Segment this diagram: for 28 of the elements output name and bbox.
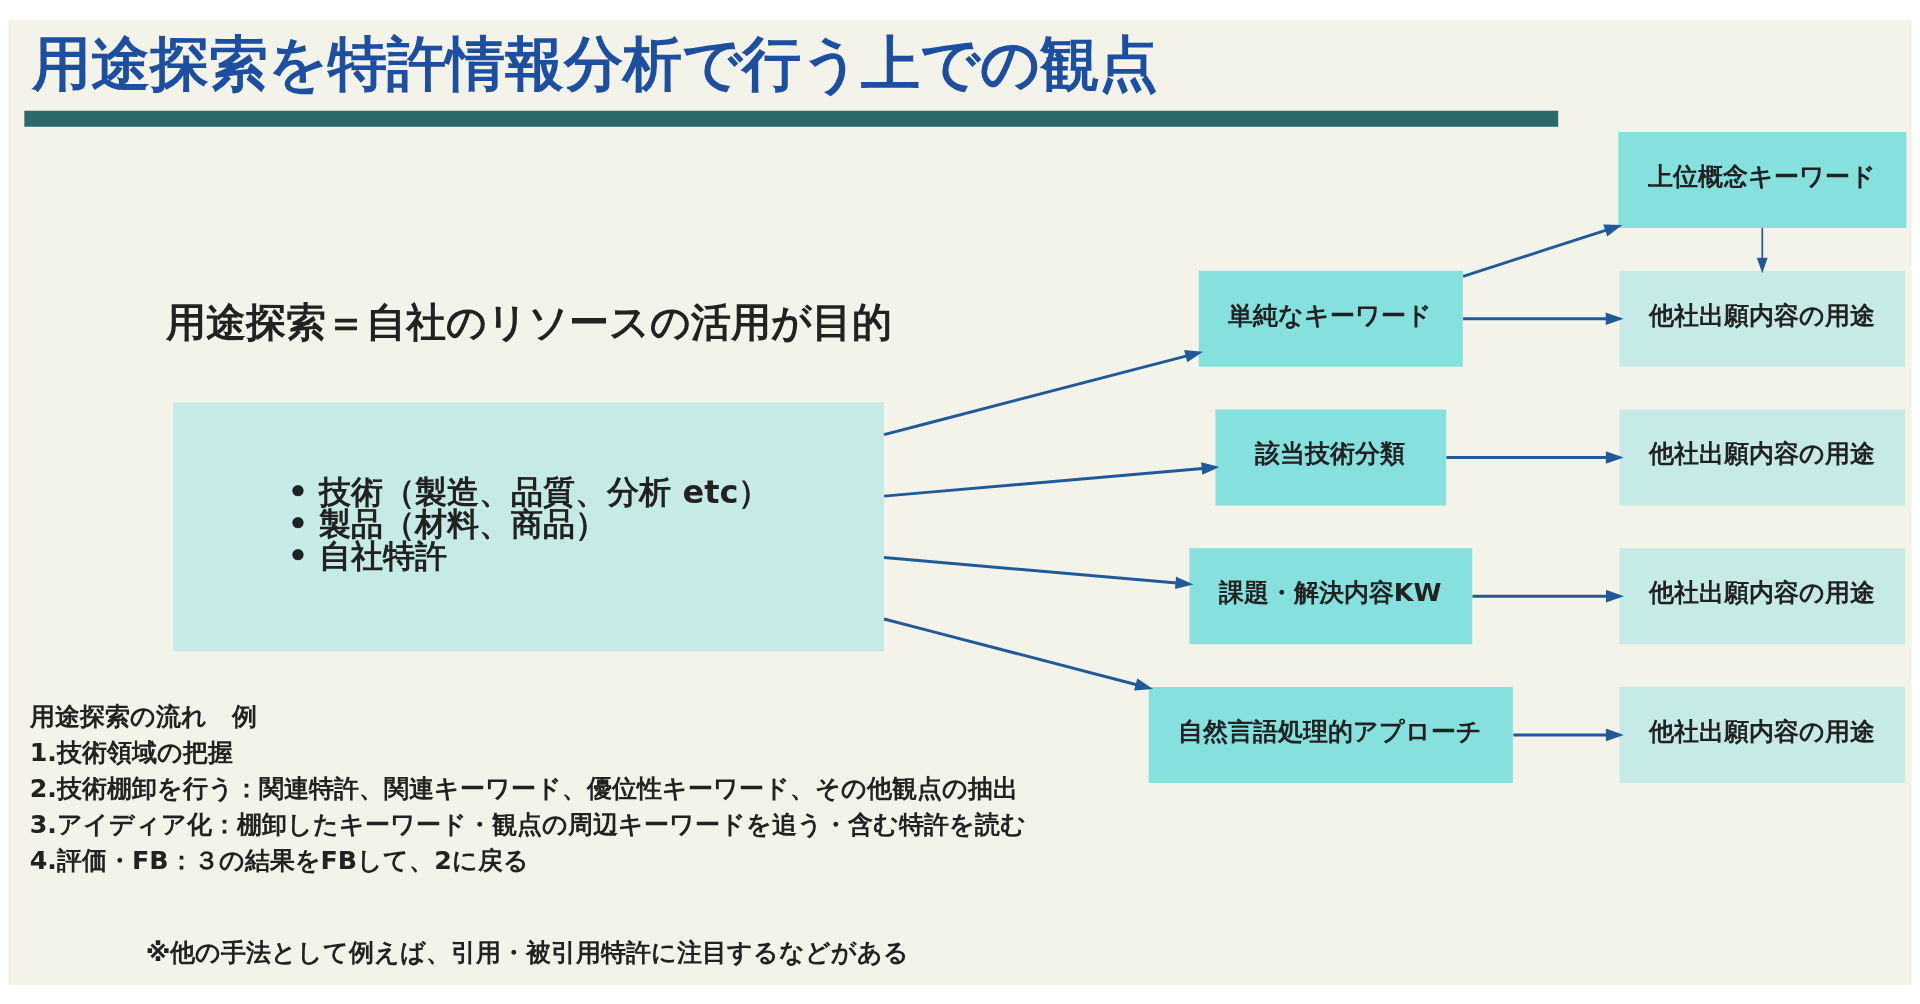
arrow [883, 555, 1194, 589]
label: 2.技術棚卸を行う：関連特許、関連キーワード、優位性キーワード、その他観点の抽出 [29, 772, 1018, 803]
label: 4.評価・FB：３の結果をFBして、2に戻る [29, 844, 529, 875]
label: 1.技術領域の把握 [29, 736, 233, 767]
node-box: 単純なキーワード [1198, 270, 1463, 367]
node-box: 他社出願内容の用途 [1619, 547, 1905, 644]
label: 用途探索＝自社のリソースの活用が目的 [165, 298, 892, 345]
arrow [883, 617, 1153, 691]
arrow [1513, 728, 1624, 741]
node-box: 課題・解決内容KW [1189, 547, 1473, 644]
arrow [1756, 226, 1768, 273]
node-box: 他社出願内容の用途 [1619, 686, 1905, 783]
label: ※他の手法として例えば、引用・被引用特許に注目するなどがある [145, 936, 910, 967]
arrow [883, 461, 1220, 498]
diagram-title: 用途探索を特許情報分析で行う上での観点 [32, 29, 1159, 98]
arrow [883, 349, 1203, 436]
node-box: 他社出願内容の用途 [1619, 408, 1905, 505]
arrow [1472, 589, 1624, 602]
label: 用途探索の流れ 例 [29, 700, 257, 731]
node-box: 上位概念キーワード [1618, 131, 1907, 228]
label: 3.アイディア化：棚卸したキーワード・観点の周辺キーワードを追う・含む特許を読む [29, 808, 1026, 839]
node-box: 他社出願内容の用途 [1619, 270, 1905, 367]
arrow [1446, 450, 1624, 464]
arrow [1462, 223, 1623, 278]
arrow [1463, 312, 1624, 325]
node-box: 該当技術分類 [1215, 408, 1447, 505]
node-box: • 技術（製造、品質、分析 etc） • 製品（材料、商品） • 自社特許 [173, 401, 884, 652]
node-box: 自然言語処理的アプローチ [1148, 686, 1513, 783]
